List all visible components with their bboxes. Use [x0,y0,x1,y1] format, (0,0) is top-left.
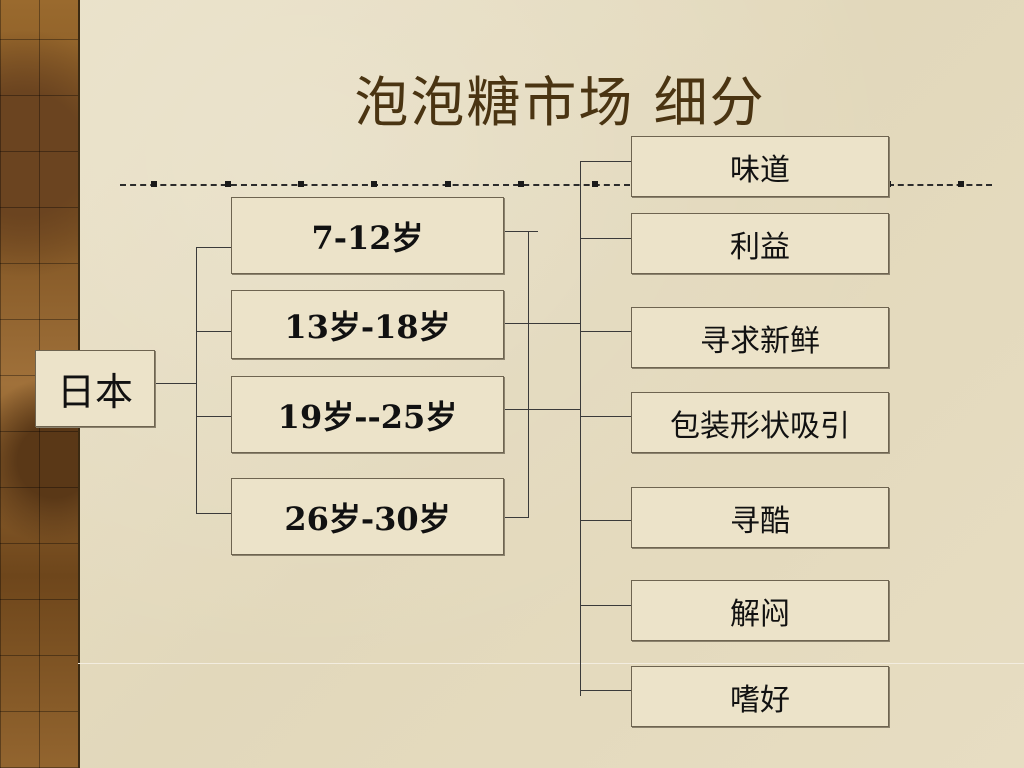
attribute-node: 包装形状吸引 [631,392,889,453]
connector [196,247,231,248]
attribute-node: 利益 [631,213,889,274]
attribute-node: 解闷 [631,580,889,641]
connector [503,409,581,410]
divider-dot [445,181,451,187]
connector [580,416,631,417]
attribute-node: 寻求新鲜 [631,307,889,368]
root-node-japan: 日本 [35,350,155,427]
dashed-divider-right [888,184,992,186]
slide-title: 泡泡糖市场 细分 [354,71,766,134]
connector [196,247,197,514]
connector [503,517,529,518]
age-group-node: 26岁-30岁 [231,478,504,555]
connector [580,331,631,332]
connector [580,605,631,606]
attribute-node: 嗜好 [631,666,889,727]
connector [580,238,631,239]
connector [196,331,231,332]
divider-dot [958,181,964,187]
connector [503,323,581,324]
connector [196,513,231,514]
connector [503,231,538,232]
connector [580,690,631,691]
attribute-node: 寻酷 [631,487,889,548]
divider-dot [225,181,231,187]
connector [153,383,197,384]
attribute-node: 味道 [631,136,889,197]
connector [580,161,631,162]
connector [196,416,231,417]
bottom-guide-line [78,663,1024,664]
divider-dot [518,181,524,187]
age-group-node: 13岁-18岁 [231,290,504,359]
connector [580,520,631,521]
age-group-node: 19岁--25岁 [231,376,504,453]
divider-dot [151,181,157,187]
connector [528,231,529,518]
connector [580,161,581,696]
divider-dot [371,181,377,187]
divider-dot [298,181,304,187]
divider-dot [592,181,598,187]
age-group-node: 7-12岁 [231,197,504,274]
